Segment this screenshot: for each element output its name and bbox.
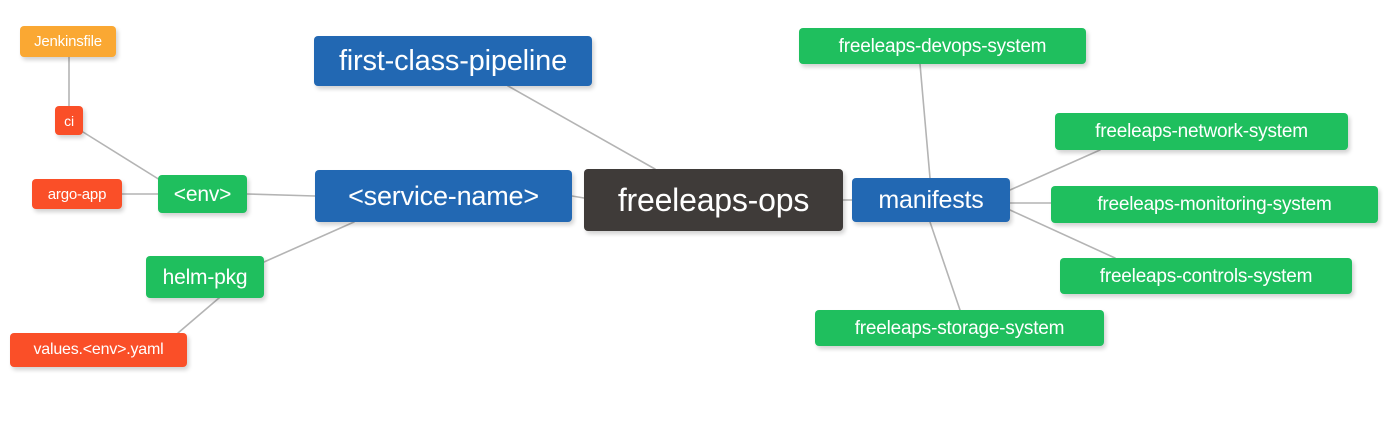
mindmap-node-root[interactable]: freeleaps-ops	[584, 169, 843, 231]
edge-pipeline-to-root	[507, 85, 656, 170]
edge-manifests-to-storage-sys	[929, 221, 961, 311]
node-label: freeleaps-ops	[617, 182, 810, 218]
mindmap-node-env[interactable]: <env>	[158, 175, 247, 213]
edge-ci-to-env	[82, 131, 161, 181]
mindmap-node-network-sys[interactable]: freeleaps-network-system	[1055, 113, 1348, 150]
mindmap-node-pipeline[interactable]: first-class-pipeline	[314, 36, 592, 86]
node-label: freeleaps-controls-system	[1099, 265, 1313, 287]
node-label: freeleaps-devops-system	[838, 35, 1047, 57]
mindmap-node-manifests[interactable]: manifests	[852, 178, 1010, 222]
mindmap-node-monitoring-sys[interactable]: freeleaps-monitoring-system	[1051, 186, 1378, 223]
node-label: helm-pkg	[162, 265, 248, 289]
mindmap-node-values-yaml[interactable]: values.<env>.yaml	[10, 333, 187, 367]
node-label: Jenkinsfile	[34, 33, 102, 50]
node-label: freeleaps-storage-system	[854, 317, 1065, 339]
node-label: values.<env>.yaml	[33, 341, 164, 358]
mindmap-node-controls-sys[interactable]: freeleaps-controls-system	[1060, 258, 1352, 294]
node-label: <env>	[173, 182, 232, 206]
node-label: argo-app	[47, 185, 107, 203]
edge-env-to-service-name	[246, 193, 316, 197]
node-label: <service-name>	[348, 180, 539, 211]
node-label: freeleaps-network-system	[1095, 121, 1308, 142]
mindmap-node-service-name[interactable]: <service-name>	[315, 170, 572, 222]
edge-service-name-to-root	[571, 195, 585, 199]
edge-manifests-to-devops-sys	[919, 63, 931, 179]
mindmap-node-helm-pkg[interactable]: helm-pkg	[146, 256, 264, 298]
node-label: freeleaps-monitoring-system	[1097, 194, 1332, 215]
mindmap-node-jenkinsfile[interactable]: Jenkinsfile	[20, 26, 116, 57]
mindmap-node-ci[interactable]: ci	[55, 106, 83, 135]
mindmap-node-argo-app[interactable]: argo-app	[32, 179, 122, 209]
edge-manifests-to-network-sys	[1009, 149, 1101, 191]
mindmap-node-storage-sys[interactable]: freeleaps-storage-system	[815, 310, 1104, 346]
edge-values-yaml-to-helm-pkg	[177, 291, 227, 334]
node-label: first-class-pipeline	[338, 44, 568, 77]
node-label: ci	[64, 112, 74, 129]
node-label: manifests	[878, 185, 984, 214]
edge-helm-pkg-to-service-name	[263, 221, 355, 263]
mindmap-node-devops-sys[interactable]: freeleaps-devops-system	[799, 28, 1086, 64]
